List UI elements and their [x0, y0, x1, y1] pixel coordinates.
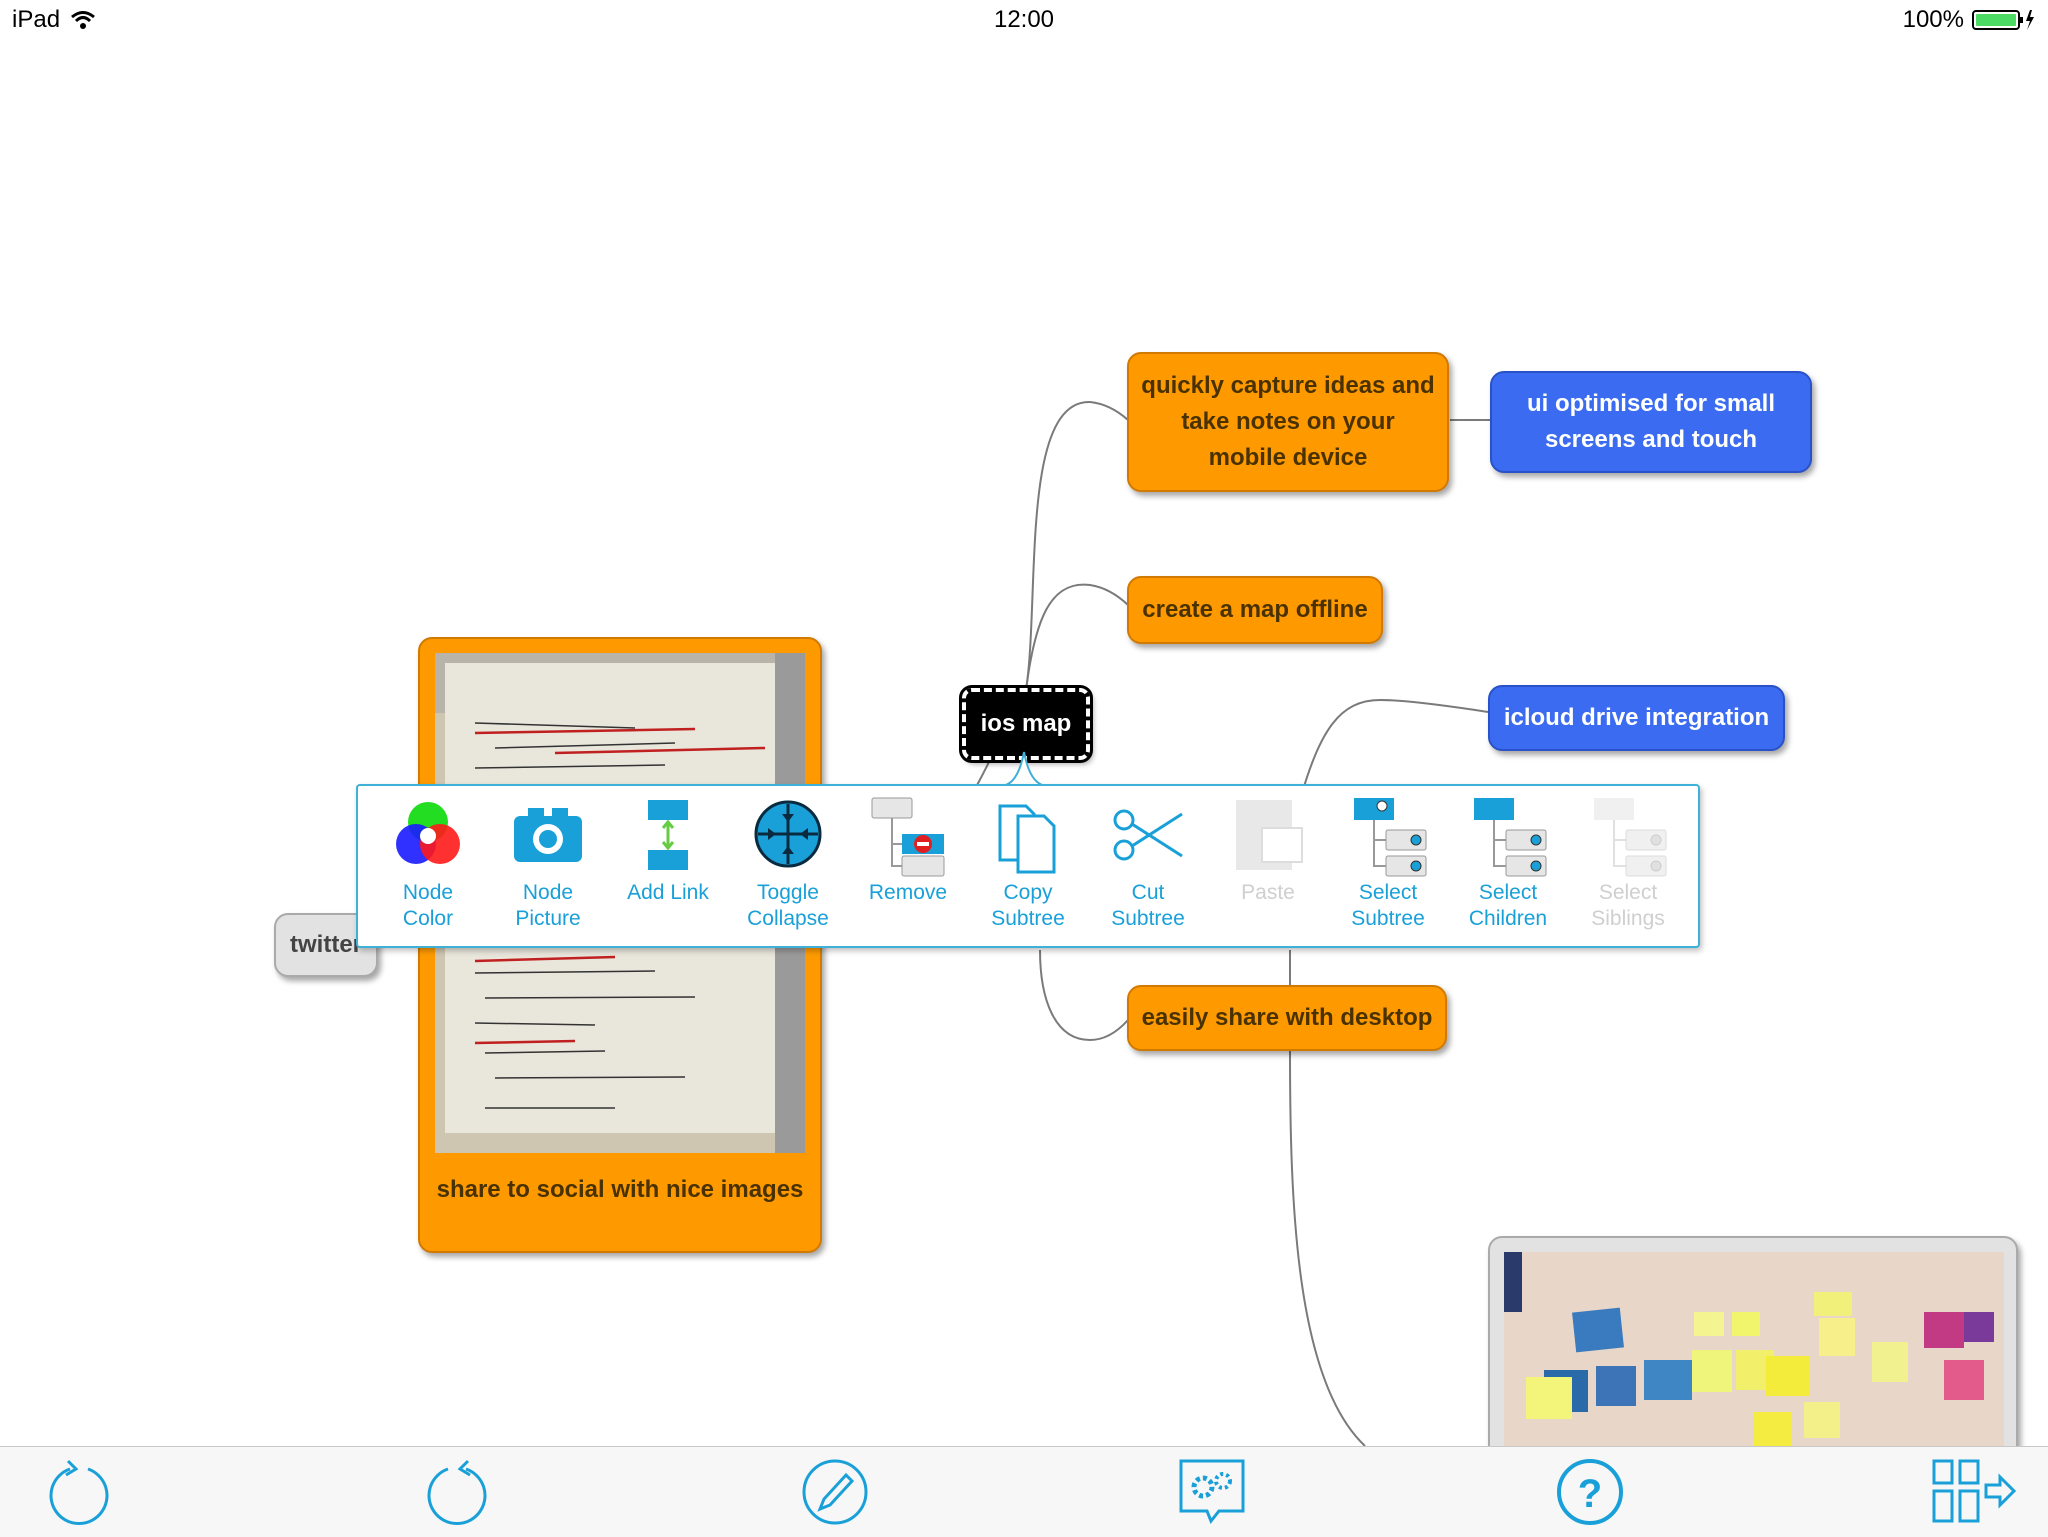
select-siblings-label: Select Siblings [1591, 881, 1665, 930]
popup-pointer [1001, 751, 1047, 787]
svg-text:?: ? [1578, 1472, 1602, 1516]
node-twitter-label: twitter [290, 931, 362, 958]
wifi-icon [71, 11, 95, 29]
select-subtree-button[interactable]: Select Subtree [1328, 794, 1448, 932]
bottom-toolbar: ? [0, 1446, 2048, 1537]
node-action-popup: Node Color Node Picture Add Link Toggle … [356, 784, 1700, 948]
node-share-desktop[interactable]: easily share with desktop [1127, 985, 1447, 1051]
node-ui-label: ui optimised for small screens and touch [1526, 390, 1776, 453]
mindmap-canvas[interactable]: quickly capture ideas and take notes on … [0, 0, 2048, 1466]
connector-lines [959, 400, 1492, 1446]
node-capture-ideas[interactable]: quickly capture ideas and take notes on … [1127, 352, 1449, 492]
redo-icon[interactable] [422, 1457, 492, 1527]
paste-icon [1236, 800, 1303, 870]
select-subtree-label: Select Subtree [1351, 881, 1425, 930]
sticky-notes-photo [1504, 1252, 2004, 1452]
copy-subtree-label: Copy Subtree [991, 881, 1065, 930]
select-siblings-button[interactable]: Select Siblings [1568, 794, 1688, 932]
toggle-collapse-button[interactable]: Toggle Collapse [728, 794, 848, 932]
undo-icon[interactable] [44, 1457, 114, 1527]
status-right: 100% [1903, 6, 2036, 34]
node-picture-button[interactable]: Node Picture [488, 794, 608, 932]
clock: 12:00 [993, 6, 1055, 33]
battery-percent: 100% [1902, 6, 1964, 33]
remove-button[interactable]: Remove [848, 794, 968, 906]
copy-icon [998, 804, 1056, 874]
node-twitter[interactable]: twitter [274, 913, 378, 977]
cut-subtree-button[interactable]: Cut Subtree [1088, 794, 1208, 932]
node-create-offline[interactable]: create a map offline [1127, 576, 1383, 644]
paste-button[interactable]: Paste [1208, 794, 1328, 906]
select-children-label: Select Children [1468, 881, 1548, 930]
device-name: iPad [12, 6, 61, 33]
node-root-label: ios map [980, 710, 1072, 737]
collapse-icon [754, 800, 822, 868]
paste-label: Paste [1241, 881, 1295, 904]
pencil-icon[interactable] [800, 1457, 870, 1527]
camera-icon [514, 808, 582, 862]
settings-icon[interactable] [1177, 1457, 1247, 1527]
add-link-label: Add Link [627, 881, 709, 904]
node-icloud[interactable]: icloud drive integration [1488, 685, 1785, 751]
node-ui-optimised[interactable]: ui optimised for small screens and touch [1490, 371, 1812, 473]
node-picture-label: Node Picture [515, 881, 581, 930]
node-offline-label: create a map offline [1142, 596, 1368, 623]
add-link-button[interactable]: Add Link [608, 794, 728, 906]
node-icloud-label: icloud drive integration [1503, 704, 1770, 731]
status-bar: iPad 12:00 100% [0, 0, 2048, 40]
node-sticky-photo[interactable] [1488, 1236, 2018, 1466]
add-link-icon [648, 800, 688, 870]
color-circles-icon [396, 802, 460, 864]
toggle-collapse-label: Toggle Collapse [747, 881, 829, 930]
select-children-icon [1474, 798, 1547, 877]
scissors-icon [1113, 809, 1183, 861]
select-siblings-icon [1594, 798, 1667, 877]
node-social-label: share to social with nice images [436, 1176, 804, 1203]
remove-icon [871, 797, 945, 877]
cut-subtree-label: Cut Subtree [1111, 881, 1185, 930]
status-left: iPad [12, 6, 96, 34]
layout-icon[interactable] [1930, 1457, 2020, 1527]
node-color-label: Node Color [402, 881, 454, 930]
help-icon[interactable]: ? [1555, 1457, 1625, 1527]
node-capture-label: quickly capture ideas and take notes on … [1141, 372, 1435, 471]
node-color-button[interactable]: Node Color [368, 794, 488, 932]
battery-icon [1972, 10, 2034, 30]
select-subtree-icon [1354, 798, 1427, 877]
node-root[interactable]: ios map [959, 685, 1093, 763]
node-share-desktop-label: easily share with desktop [1141, 1004, 1433, 1031]
copy-subtree-button[interactable]: Copy Subtree [968, 794, 1088, 932]
select-children-button[interactable]: Select Children [1448, 794, 1568, 932]
remove-label: Remove [868, 881, 948, 904]
